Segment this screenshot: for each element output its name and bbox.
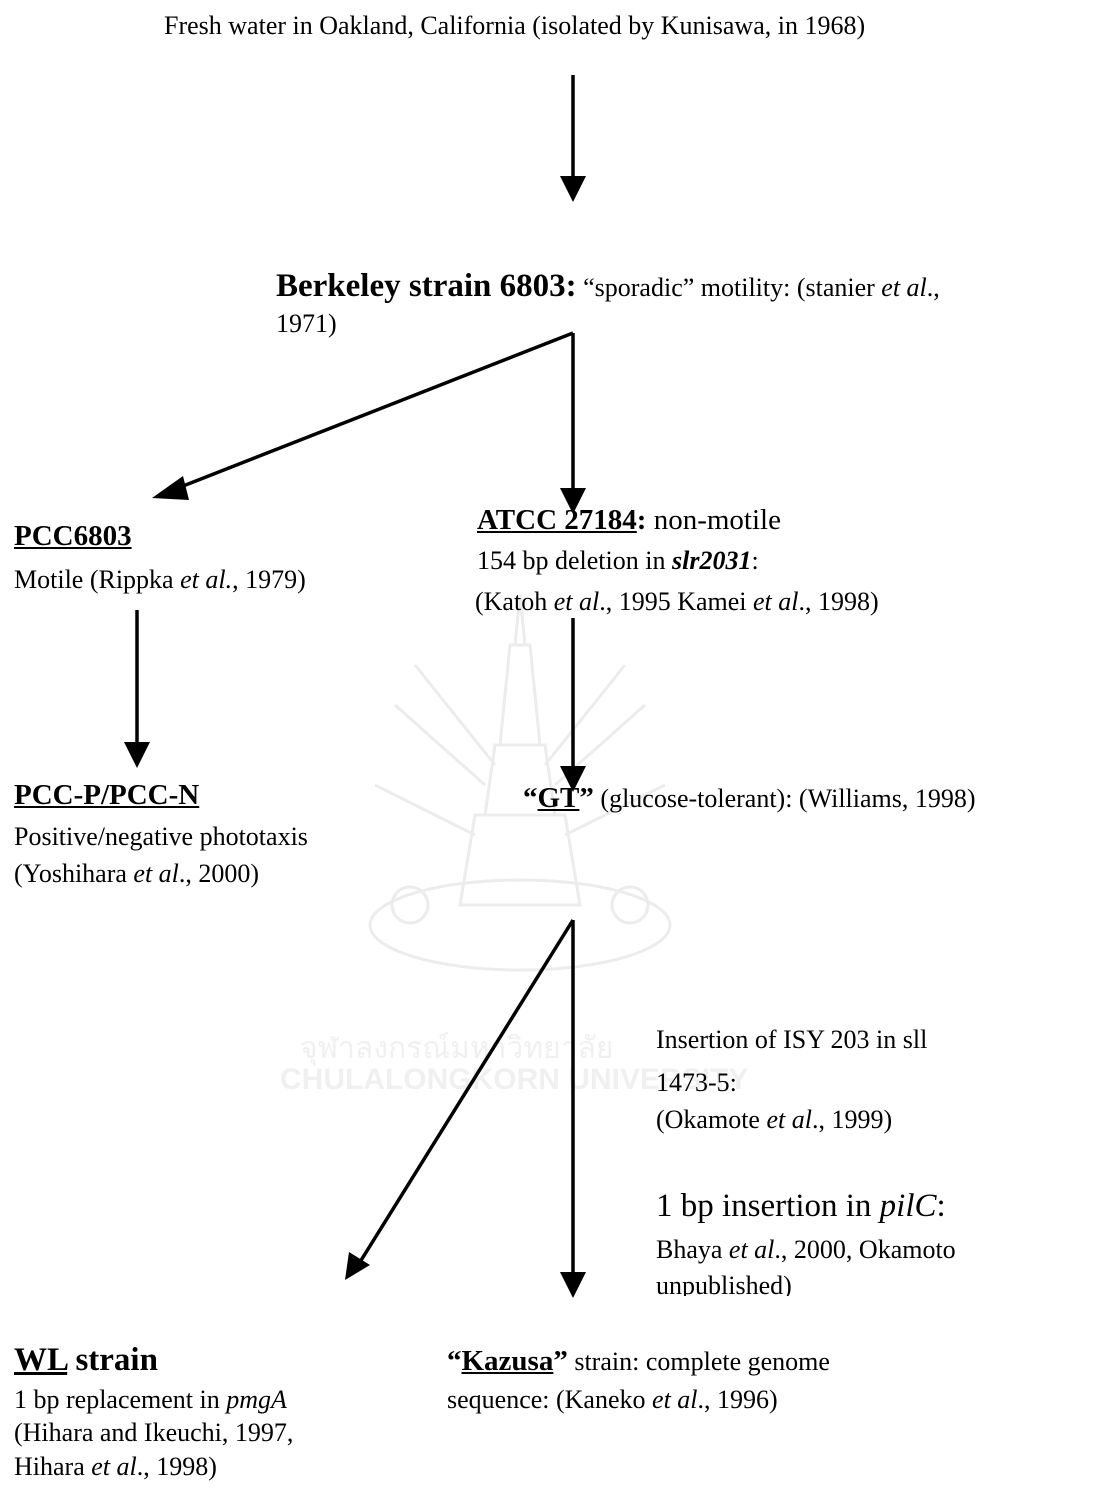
- wl-refs-2: Hihara et al., 1998): [14, 1452, 217, 1482]
- pccpn-refs-b: ., 2000): [178, 859, 260, 888]
- atcc-name: ATCC 27184: [477, 504, 637, 536]
- pcc6803-desc-b: , 1979): [232, 565, 306, 594]
- wl-refs-2-b: ., 1998): [136, 1452, 217, 1481]
- pilc-line1-b: :: [936, 1188, 946, 1224]
- source-label: Fresh water in Oakland, California (isol…: [164, 11, 866, 40]
- pccpn-desc: Positive/negative phototaxis: [14, 822, 308, 851]
- gt-node: “GT” (glucose-tolerant): (Williams, 1998…: [523, 782, 976, 815]
- gt-desc: (glucose-tolerant): (Williams, 1998): [593, 784, 976, 813]
- kazusa-desc: strain: complete genome: [567, 1347, 830, 1376]
- atcc-deletion: 154 bp deletion in slr2031:: [477, 546, 759, 576]
- pcc6803-etal: et al.: [180, 565, 233, 594]
- pilc-line1: 1 bp insertion in pilC:: [656, 1188, 946, 1224]
- kazusa-etal: et al: [652, 1385, 698, 1414]
- atcc-deletion-a: 154 bp deletion in: [477, 546, 672, 575]
- kazusa-node: “Kazusa” strain: complete genome: [447, 1345, 830, 1378]
- atcc-node: ATCC 27184: non-motile: [477, 504, 781, 537]
- kazusa-refs-a: sequence: (Kaneko: [447, 1385, 653, 1414]
- pilc-unpublished: unpublished): [656, 1272, 792, 1296]
- atcc-colon: :: [636, 504, 647, 536]
- pilc-refs-a: Bhaya: [656, 1235, 729, 1264]
- pilc-refs-b: ., 2000, Okamoto: [774, 1235, 956, 1264]
- atcc-desc: non-motile: [646, 504, 781, 536]
- gt-quote-open: “: [523, 782, 538, 814]
- berkeley-node: Berkeley strain 6803: “sporadic” motilit…: [276, 268, 940, 304]
- pccpn-refs-a: (Yoshihara: [14, 859, 134, 888]
- insertion-etal: et al: [766, 1105, 812, 1134]
- pilc-refs: Bhaya et al., 2000, Okamoto: [656, 1235, 956, 1265]
- berkeley-name: Berkeley strain 6803:: [276, 268, 577, 304]
- berkeley-desc-end: .,: [926, 273, 940, 302]
- kazusa-refs-b: ., 1996): [697, 1385, 778, 1414]
- wl-node: WL strain: [14, 1342, 158, 1378]
- atcc-refs-etal2: et al: [753, 587, 799, 616]
- insertion-refs: (Okamote et al., 1999): [656, 1105, 893, 1135]
- atcc-gene: slr2031: [671, 546, 752, 575]
- arrowhead-gt-kazusa: [560, 1272, 586, 1298]
- watermark-emblem-icon: [368, 594, 672, 972]
- insertion-line1: Insertion of ISY 203 in sll: [656, 1025, 928, 1054]
- pccpn-name: PCC-P/PCC-N: [14, 779, 200, 811]
- wl-suffix: strain: [67, 1342, 158, 1378]
- wl-name: WL: [14, 1342, 68, 1378]
- pcc6803-desc: Motile (Rippka et al., 1979): [14, 565, 306, 595]
- arrowhead-pcc6803-pccpn: [124, 742, 150, 768]
- atcc-refs: (Katoh et al., 1995 Kamei et al., 1998): [475, 587, 879, 617]
- pccpn-refs: (Yoshihara et al., 2000): [14, 859, 260, 889]
- pilc-line1-a: 1 bp insertion in: [656, 1188, 880, 1224]
- atcc-refs-c: ., 1998): [798, 587, 879, 616]
- pilc-etal: et al: [728, 1235, 775, 1264]
- arrowhead-berkeley-atcc: [560, 488, 586, 514]
- kazusa-quote-open: “: [447, 1345, 462, 1377]
- wl-refs-2-a: Hihara: [14, 1452, 92, 1481]
- atcc-refs-a: (Katoh: [475, 587, 554, 616]
- gt-quote-close: ”: [579, 782, 594, 814]
- kazusa-quote-close: ”: [553, 1345, 568, 1377]
- atcc-refs-b: ., 1995 Kamei: [599, 587, 754, 616]
- watermark-thai-text: จุฬาลงกรณ์มหาวิทยาลัย: [300, 1032, 614, 1065]
- gt-name: GT: [537, 782, 580, 814]
- atcc-refs-etal1: et al: [553, 587, 600, 616]
- wl-desc: 1 bp replacement in pmgA: [14, 1385, 287, 1415]
- pilc-gene: pilC: [879, 1188, 937, 1224]
- arrowhead-gt-wl: [345, 1252, 370, 1280]
- berkeley-desc: “sporadic” motility: (stanier: [576, 273, 882, 302]
- insertion-refs-b: ., 1999): [811, 1105, 893, 1134]
- wl-desc-a: 1 bp replacement in: [14, 1385, 227, 1414]
- berkeley-year: 1971): [276, 309, 337, 338]
- watermark: จุฬาลงกรณ์มหาวิทยาลัย CHULALONGKORN UNIV…: [280, 585, 748, 1096]
- pcc6803-name: PCC6803: [14, 520, 132, 552]
- arrowhead-berkeley-pcc6803: [152, 476, 189, 500]
- arrowhead-atcc-gt: [560, 766, 586, 792]
- berkeley-etal: et al: [881, 273, 927, 302]
- wl-gene: pmgA: [226, 1385, 287, 1414]
- wl-etal: et al: [91, 1452, 137, 1481]
- pcc6803-desc-a: Motile (Rippka: [14, 565, 181, 594]
- insertion-refs-a: (Okamote: [656, 1105, 767, 1134]
- pccpn-etal: et al: [133, 859, 179, 888]
- arrow-berkeley-to-pcc6803: [177, 331, 574, 490]
- kazusa-refs: sequence: (Kaneko et al., 1996): [447, 1385, 778, 1415]
- insertion-line2: 1473-5:: [656, 1068, 737, 1097]
- arrowhead-source-berkeley: [560, 176, 586, 202]
- arrow-gt-to-wl: [358, 919, 575, 1263]
- wl-refs-1: (Hihara and Ikeuchi, 1997,: [14, 1418, 294, 1447]
- atcc-deletion-b: :: [751, 546, 759, 575]
- watermark-english-text: CHULALONGKORN UNIVERSITY: [280, 1063, 749, 1096]
- kazusa-name: Kazusa: [461, 1345, 554, 1377]
